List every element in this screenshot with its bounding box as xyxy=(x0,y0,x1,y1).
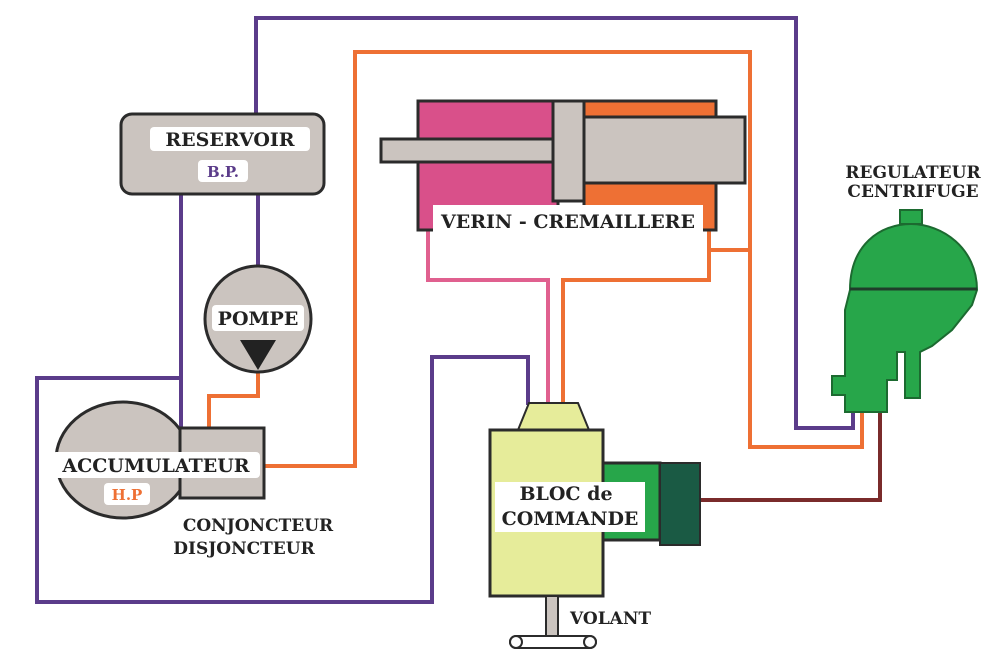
line-switch-to-regulator xyxy=(264,50,864,468)
line-reservoir-to-regulator xyxy=(254,16,855,430)
cylinder-label: VERIN - CREMAILLERE xyxy=(440,211,695,233)
line-cylinder-right-chamber xyxy=(707,230,750,252)
switch-label-line1: CONJONCTEUR xyxy=(183,516,334,536)
steering-column xyxy=(545,595,559,639)
accumulator-pressure-label: H.P xyxy=(112,486,143,504)
line-cylinder-left-chamber xyxy=(426,205,550,405)
pump-direction-icon xyxy=(240,340,276,370)
steering-wheel-right-end xyxy=(583,635,597,649)
accumulator-label: ACCUMULATEUR xyxy=(61,455,249,477)
reservoir-label-box xyxy=(150,127,310,151)
steering-wheel-left-end xyxy=(509,635,523,649)
reservoir-pressure-box xyxy=(198,160,248,182)
pump-label: POMPE xyxy=(218,308,299,330)
reservoir-pressure-label: B.P. xyxy=(207,163,239,181)
regulator-body xyxy=(831,222,979,413)
line-regulator-to-actuator xyxy=(700,412,882,502)
accumulator-pressure-box xyxy=(104,483,150,505)
control-label-box xyxy=(495,482,645,532)
cylinder-label-box xyxy=(433,205,703,233)
switch-label-line2: DISJONCTEUR xyxy=(173,539,315,559)
regulator-cap xyxy=(899,209,923,225)
control-block-head xyxy=(516,402,591,431)
cylinder-rod-left xyxy=(379,137,560,164)
cylinder-rod-right xyxy=(578,115,747,185)
reservoir-label: RESERVOIR xyxy=(165,129,294,151)
control-label-line2: COMMANDE xyxy=(502,508,639,530)
cylinder-piston xyxy=(551,99,586,203)
accumulator-label-box xyxy=(52,452,260,478)
line-return-to-control-block xyxy=(35,355,530,604)
control-label-line1: BLOC de xyxy=(519,483,612,505)
line-cylinder-to-control-block xyxy=(561,250,711,405)
pump-label-box xyxy=(212,305,304,331)
line-pump-to-switch xyxy=(207,372,260,428)
steering-wheel-label: VOLANT xyxy=(569,609,651,629)
regulator-label-line1: REGULATEUR xyxy=(845,163,981,183)
regulator-label-line2: CENTRIFUGE xyxy=(847,182,978,202)
control-actuator-solenoid xyxy=(659,462,701,546)
